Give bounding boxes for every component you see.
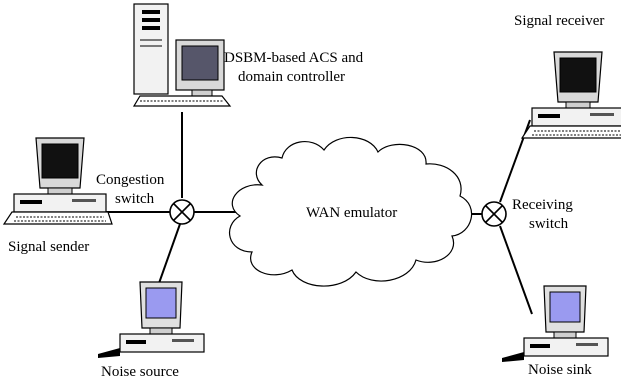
noise-sink-label: Noise sink	[528, 362, 592, 378]
noise-source-label: Noise source	[101, 364, 179, 380]
signal-sender-label: Signal sender	[8, 239, 89, 255]
tower-workstation-icon	[132, 3, 232, 107]
noise-source-computer-icon	[97, 281, 205, 359]
dsbm-label-line1: DSBM-based ACS and	[224, 50, 364, 66]
signal-receiver-computer-icon	[521, 51, 621, 139]
wan-cloud-icon	[229, 136, 473, 287]
wan-emulator-label: WAN emulator	[306, 205, 397, 221]
congestion-switch-label-line2: switch	[115, 191, 155, 207]
dsbm-label-line2: domain controller	[238, 69, 345, 85]
congestion-switch-label-line1: Congestion	[96, 172, 165, 188]
receiving-switch-label-line2: switch	[529, 216, 569, 232]
receiving-switch-icon	[481, 201, 507, 227]
noise-sink-computer-icon	[501, 285, 609, 363]
signal-receiver-label: Signal receiver	[514, 13, 604, 29]
congestion-switch-icon	[169, 199, 195, 225]
receiving-switch-label-line1: Receiving	[512, 197, 573, 213]
